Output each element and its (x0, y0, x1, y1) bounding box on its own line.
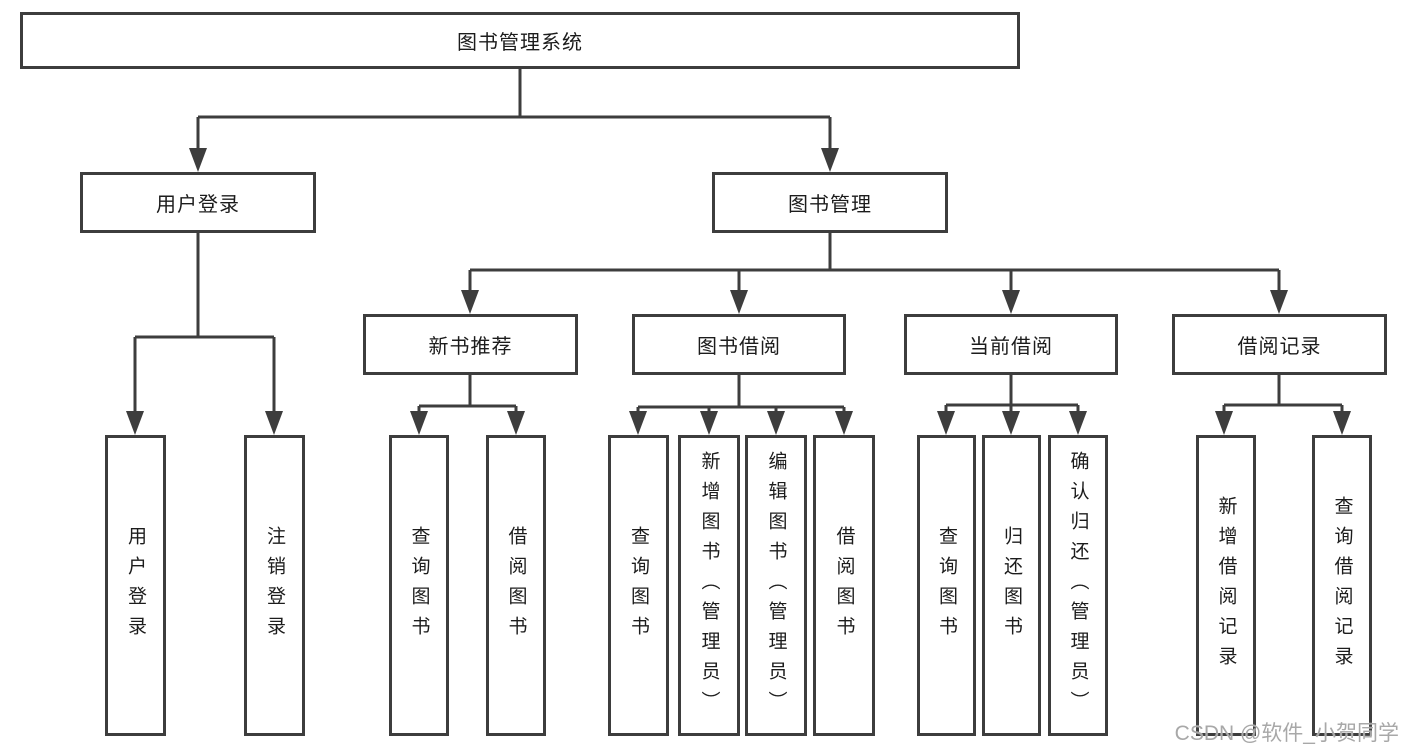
node-leaf-query-books-1: 查询图书 (389, 435, 449, 736)
node-root: 图书管理系统 (20, 12, 1020, 69)
node-label: 图书借阅 (697, 336, 781, 358)
node-label: 新增借阅记录 (1215, 495, 1237, 676)
node-label: 归还图书 (1001, 525, 1022, 646)
arrowhead-icon (821, 148, 839, 172)
arrowhead-icon (126, 411, 144, 435)
arrowhead-icon (767, 411, 785, 435)
node-label: 借阅图书 (833, 525, 855, 646)
node-leaf-logout: 注销登录 (244, 435, 305, 736)
node-leaf-return-books: 归还图书 (982, 435, 1041, 736)
arrowhead-icon (937, 411, 955, 435)
node-leaf-borrow-books-1: 借阅图书 (486, 435, 546, 736)
csdn-watermark: CSDN @软件_小贺同学 (1174, 722, 1399, 745)
arrowhead-icon (1002, 411, 1020, 435)
arrowhead-icon (1333, 411, 1351, 435)
arrowhead-icon (189, 148, 207, 172)
node-leaf-add-books: 新增图书（管理员） (678, 435, 740, 736)
node-label: 确认归还（管理员） (1067, 450, 1089, 721)
node-label: 用户登录 (125, 525, 146, 646)
node-leaf-query-books-3: 查询图书 (917, 435, 976, 736)
node-label: 新书推荐 (428, 336, 513, 358)
node-label: 图书管理系统 (457, 32, 583, 54)
arrowhead-icon (700, 411, 718, 435)
node-label: 编辑图书（管理员） (765, 450, 787, 721)
node-leaf-edit-books: 编辑图书（管理员） (745, 435, 807, 736)
arrowhead-icon (1270, 290, 1288, 314)
node-leaf-query-books-2: 查询图书 (608, 435, 669, 736)
node-label: 查询借阅记录 (1331, 495, 1353, 676)
node-label: 注销登录 (264, 525, 285, 646)
arrowhead-icon (835, 411, 853, 435)
node-label: 用户登录 (156, 194, 240, 216)
node-user-login: 用户登录 (80, 172, 316, 233)
node-current-borrowing: 当前借阅 (904, 314, 1118, 375)
node-leaf-user-login: 用户登录 (105, 435, 166, 736)
node-label: 图书管理 (788, 194, 872, 216)
node-leaf-add-borrow-record: 新增借阅记录 (1196, 435, 1256, 736)
node-borrowing-records: 借阅记录 (1172, 314, 1387, 375)
node-label: 当前借阅 (969, 336, 1053, 358)
node-label: 查询图书 (408, 525, 430, 646)
node-leaf-borrow-books-2: 借阅图书 (813, 435, 875, 736)
node-new-book-recommend: 新书推荐 (363, 314, 578, 375)
arrowhead-icon (730, 290, 748, 314)
arrowhead-icon (410, 411, 428, 435)
node-label: 查询图书 (936, 525, 957, 646)
node-leaf-confirm-return: 确认归还（管理员） (1048, 435, 1108, 736)
arrowhead-icon (1002, 290, 1020, 314)
arrowhead-icon (629, 411, 647, 435)
arrowhead-icon (507, 411, 525, 435)
arrowhead-icon (461, 290, 479, 314)
node-label: 新增图书（管理员） (698, 450, 720, 721)
node-label: 查询图书 (628, 525, 649, 646)
node-book-borrowing: 图书借阅 (632, 314, 846, 375)
arrowhead-icon (1069, 411, 1087, 435)
node-label: 借阅图书 (505, 525, 527, 646)
arrowhead-icon (265, 411, 283, 435)
node-leaf-query-borrow-record: 查询借阅记录 (1312, 435, 1372, 736)
node-label: 借阅记录 (1237, 336, 1322, 358)
node-book-management: 图书管理 (712, 172, 948, 233)
arrowhead-icon (1215, 411, 1233, 435)
